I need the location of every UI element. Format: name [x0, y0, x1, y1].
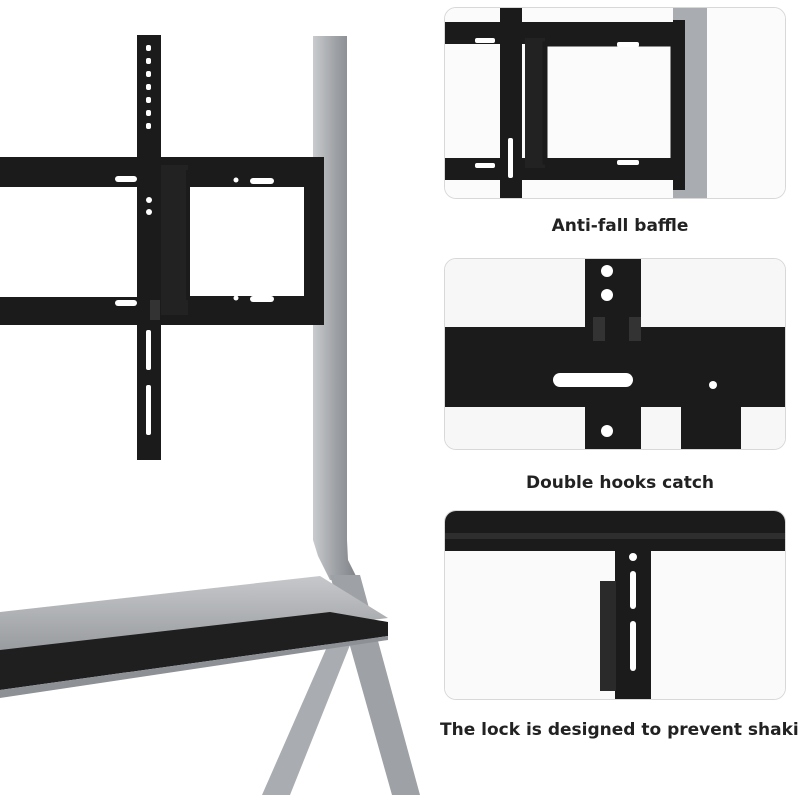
stand-leg-front [262, 640, 352, 795]
detail-photo-lock [444, 510, 786, 700]
tv-stand-illustration [0, 35, 420, 795]
stand-pole [313, 36, 358, 580]
double-hooks-illustration [445, 259, 785, 449]
caption-anti-fall-baffle: Anti-fall baffle [551, 216, 689, 236]
detail-photo-double-hooks [444, 258, 786, 450]
tv-stand-main-photo [0, 35, 420, 795]
caption-lock-prevent-shaking: The lock is designed to prevent shaking [440, 720, 800, 740]
bracket-frame-right [306, 157, 324, 325]
bracket-inner [186, 170, 308, 300]
shelf-edge [0, 636, 388, 698]
bracket-frame-left [160, 165, 188, 315]
lock-illustration [445, 511, 785, 699]
anti-fall-illustration [445, 8, 785, 198]
detail-photo-anti-fall [444, 7, 786, 199]
caption-double-hooks-catch: Double hooks catch [526, 473, 714, 493]
shelf-tray [0, 612, 388, 690]
